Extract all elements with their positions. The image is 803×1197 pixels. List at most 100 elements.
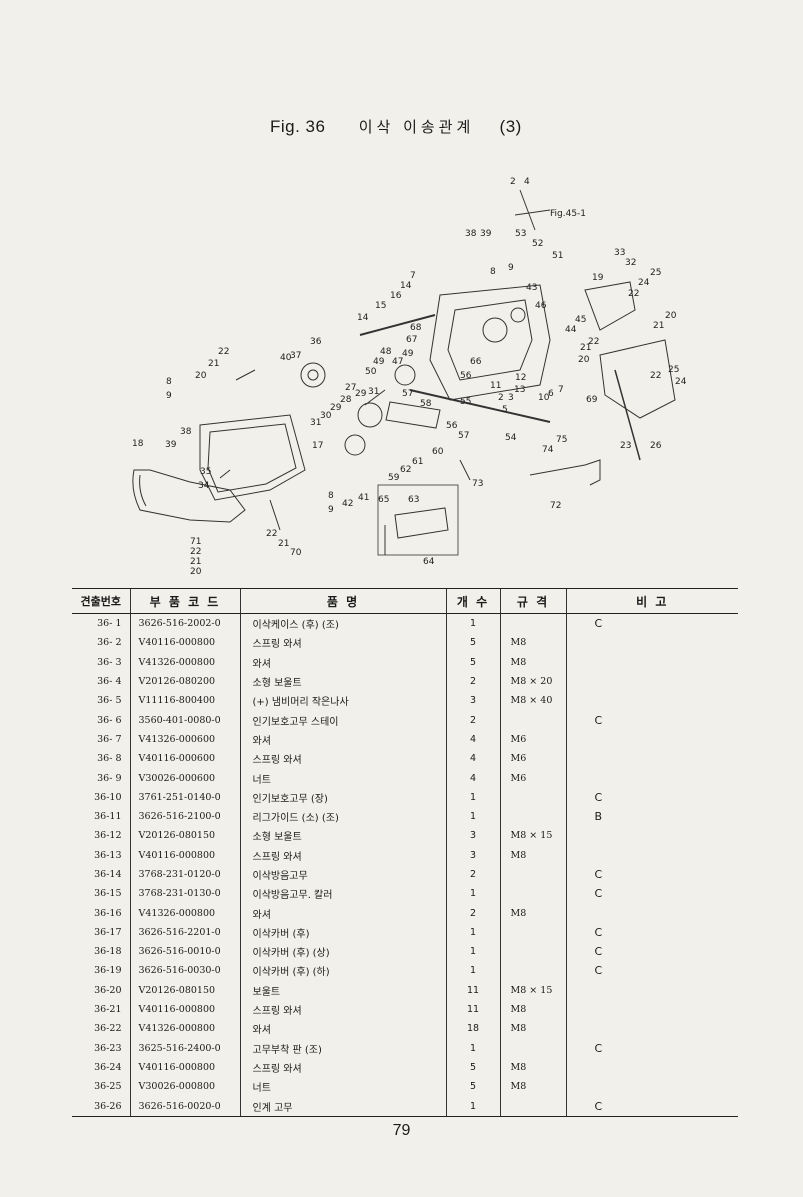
ref-no: 36-26 (72, 1096, 130, 1117)
svg-text:36: 36 (310, 337, 322, 347)
svg-text:14: 14 (357, 313, 369, 323)
part-name: 와셔 (239, 652, 446, 672)
remarks: C (565, 710, 738, 730)
page-number: 79 (392, 1122, 411, 1139)
spec: M8 (499, 903, 566, 923)
svg-text:42: 42 (342, 499, 353, 509)
svg-text:9: 9 (166, 391, 172, 401)
quantity: 11 (445, 999, 500, 1020)
svg-text:22: 22 (218, 347, 229, 357)
quantity: 18 (445, 1019, 500, 1039)
svg-text:8: 8 (328, 491, 334, 501)
svg-text:18: 18 (132, 439, 144, 449)
part-code: 3626-516-2100-0 (129, 806, 240, 827)
svg-text:17: 17 (312, 441, 323, 451)
svg-text:11: 11 (490, 381, 501, 391)
svg-text:13: 13 (514, 385, 525, 395)
svg-text:57: 57 (458, 431, 469, 441)
quantity: 3 (445, 826, 500, 846)
remarks (565, 749, 738, 769)
quantity: 2 (445, 710, 500, 730)
svg-text:25: 25 (668, 365, 679, 375)
svg-text:30: 30 (320, 411, 332, 421)
svg-text:2: 2 (498, 393, 504, 403)
remarks: C (565, 787, 738, 807)
part-code: V30026-000800 (129, 1077, 240, 1097)
svg-text:16: 16 (390, 291, 402, 301)
svg-text:43: 43 (526, 283, 537, 293)
header-ref-no: 견출번호 (72, 588, 130, 614)
part-code: 3768-231-0130-0 (129, 884, 240, 904)
part-name: 너트 (239, 768, 446, 788)
svg-text:31: 31 (310, 418, 321, 428)
spec: M6 (499, 729, 566, 750)
spec (499, 1096, 566, 1117)
svg-text:9: 9 (328, 505, 334, 515)
remarks (565, 1019, 738, 1039)
spec (499, 922, 566, 943)
header-spec: 규 격 (499, 588, 566, 614)
svg-text:74: 74 (542, 445, 554, 455)
spec: M8 (499, 633, 566, 653)
svg-text:22: 22 (588, 337, 599, 347)
spec: M8 (499, 1019, 566, 1039)
header-part-code: 부 품 코 드 (129, 588, 240, 614)
part-code: 3560-401-0080-0 (129, 710, 240, 730)
ref-no: 36-13 (94, 849, 122, 861)
svg-text:51: 51 (552, 251, 563, 261)
part-name: 소형 보울트 (239, 671, 446, 692)
svg-text:46: 46 (535, 301, 547, 311)
svg-text:7: 7 (558, 385, 564, 395)
part-name: 스프링 와셔 (239, 749, 446, 769)
svg-text:61: 61 (412, 457, 423, 467)
part-name: 스프링 와셔 (239, 1057, 446, 1078)
remarks (565, 652, 738, 672)
svg-text:5: 5 (502, 405, 508, 415)
spec: M8 (499, 1077, 566, 1097)
svg-text:20: 20 (195, 371, 207, 381)
quantity: 1 (445, 613, 500, 634)
svg-text:62: 62 (400, 465, 411, 475)
quantity: 5 (445, 1057, 500, 1078)
svg-text:44: 44 (565, 325, 577, 335)
part-name: 스프링 와셔 (239, 845, 446, 865)
svg-text:4: 4 (524, 177, 530, 187)
svg-text:10: 10 (538, 393, 550, 403)
svg-text:8: 8 (490, 267, 496, 277)
ref-no: 36-24 (94, 1061, 122, 1073)
svg-text:49: 49 (373, 357, 385, 367)
remarks (565, 980, 738, 1000)
ref-no: 36-20 (94, 984, 122, 996)
remarks: C (565, 613, 738, 634)
part-code: V20126-080150 (129, 980, 240, 1000)
part-code: V40116-000800 (129, 999, 240, 1020)
spec: M8 × 15 (499, 826, 566, 846)
header-quantity: 개 수 (445, 588, 500, 614)
svg-text:29: 29 (355, 389, 367, 399)
svg-text:14: 14 (400, 281, 412, 291)
part-code: 3625-516-2400-0 (129, 1038, 240, 1058)
part-code: V20126-080150 (129, 826, 240, 846)
svg-text:38: 38 (180, 427, 192, 437)
quantity: 1 (445, 942, 500, 962)
figure-subject: 이삭 이송관계 (358, 118, 475, 136)
part-code: V41326-000800 (129, 1019, 240, 1039)
svg-text:3: 3 (508, 393, 514, 403)
part-name: 이삭카버 (후) (하) (239, 961, 446, 981)
quantity: 5 (445, 1077, 500, 1097)
ref-no: 36-15 (94, 888, 122, 900)
ref-no: 36- 2 (97, 637, 122, 649)
